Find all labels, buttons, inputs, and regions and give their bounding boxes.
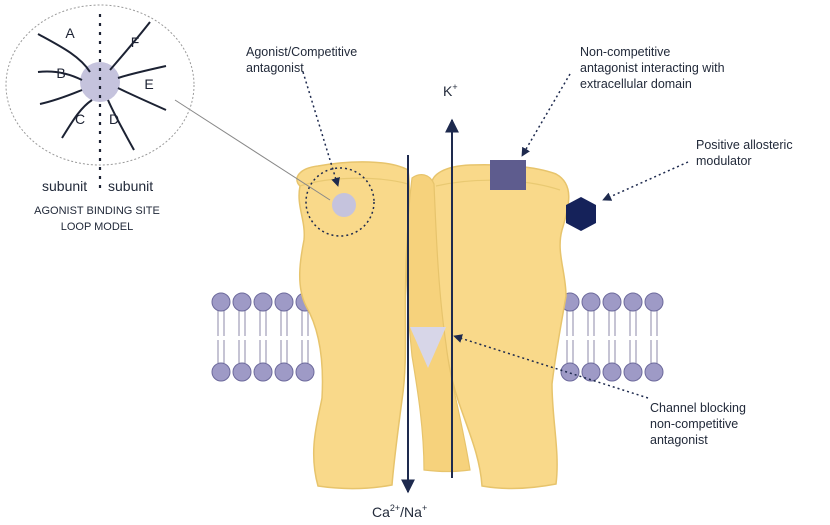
potassium-ion-label: K+ — [443, 82, 458, 99]
lipid-head — [254, 363, 272, 381]
loop-model-caption-line2: LOOP MODEL — [61, 221, 134, 233]
loop-e-upper-curve — [118, 66, 166, 78]
loop-label-e: E — [144, 76, 153, 92]
noncomp-label-line2: antagonist interacting with — [580, 61, 725, 75]
sodium-ion-charge: + — [422, 503, 427, 513]
membrane-left — [212, 293, 314, 381]
lipid-head — [254, 293, 272, 311]
blocker-label-line2: non-competitive — [650, 417, 738, 431]
pam-label-line1: Positive allosteric — [696, 138, 793, 152]
lipid-head — [603, 293, 621, 311]
lipid-head — [624, 293, 642, 311]
pam-label-line2: modulator — [696, 154, 752, 168]
lipid-head — [603, 363, 621, 381]
loop-label-a: A — [65, 25, 75, 41]
loop-e-curve — [118, 88, 166, 110]
agonist-label-line1: Agonist/Competitive — [246, 45, 357, 59]
membrane-right — [561, 293, 663, 381]
lipid-head — [296, 363, 314, 381]
lipid-head — [582, 293, 600, 311]
potassium-ion-charge: + — [452, 82, 457, 92]
lipid-head — [212, 363, 230, 381]
loop-label-c: C — [75, 111, 85, 127]
calcium-ion-symbol: Ca — [372, 504, 390, 520]
square-ligand-icon — [490, 160, 526, 190]
lipid-head — [561, 363, 579, 381]
loop-model-caption-line1: AGONIST BINDING SITE — [34, 205, 160, 217]
lipid-head — [233, 363, 251, 381]
loop-b-lower-curve — [40, 90, 82, 104]
blocker-label-line1: Channel blocking — [650, 401, 746, 415]
calcium-sodium-ion-label: Ca2+/Na+ — [372, 503, 427, 520]
lipid-head — [645, 293, 663, 311]
subunit-right-label: subunit — [108, 178, 153, 194]
noncomp-label-line1: Non-competitive — [580, 45, 670, 59]
loop-label-b: B — [56, 65, 65, 81]
blocker-label-line3: antagonist — [650, 433, 708, 447]
lipid-head — [645, 363, 663, 381]
subunit-left-label: subunit — [42, 178, 87, 194]
loop-label-f: F — [131, 34, 140, 50]
lipid-head — [233, 293, 251, 311]
lipid-head — [275, 363, 293, 381]
lipid-head — [624, 363, 642, 381]
loop-label-d: D — [109, 111, 119, 127]
pam-label-arrow — [603, 162, 688, 200]
lipid-head — [212, 293, 230, 311]
agonist-label-line2: antagonist — [246, 61, 304, 75]
circle-ligand-icon — [332, 193, 356, 217]
noncomp-label-arrow — [522, 74, 570, 156]
sodium-ion-symbol: /Na — [400, 504, 422, 520]
lipid-head — [275, 293, 293, 311]
calcium-ion-charge: 2+ — [390, 503, 400, 513]
agonist-pointer-line — [175, 100, 330, 200]
loop-model-inset: A B C D E F subunit subunit AGONIST BIND… — [6, 5, 194, 233]
hexagon-ligand-icon — [566, 197, 596, 231]
noncomp-label-line3: extracellular domain — [580, 77, 692, 91]
